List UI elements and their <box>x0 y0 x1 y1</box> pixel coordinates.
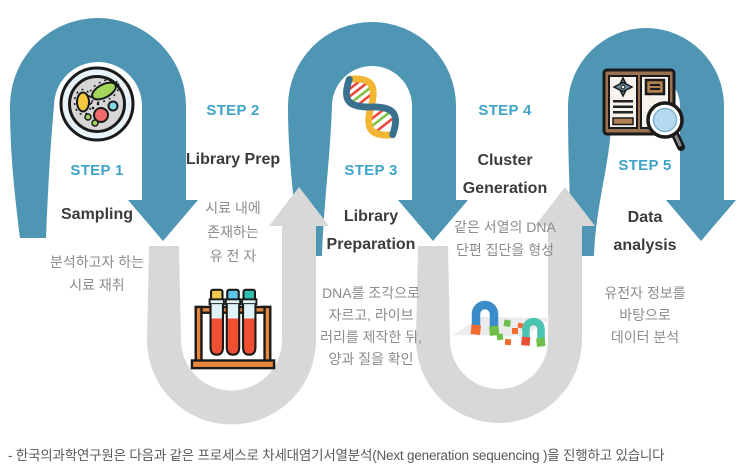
step3-label: STEP 3 <box>344 162 398 179</box>
step3-title: Library Preparation <box>326 208 416 253</box>
step5-label: STEP 5 <box>618 157 672 174</box>
step1-label: STEP 1 <box>70 162 124 179</box>
dna-helix-icon <box>324 66 418 153</box>
step4-title: Cluster Generation <box>462 152 548 197</box>
step5-title: Data analysis <box>613 209 677 254</box>
step1-title: Sampling <box>60 206 134 223</box>
step2-title: Library Prep <box>185 151 281 168</box>
step4-description: 같은 서열의 DNA 단편 집단을 형성 <box>454 219 556 258</box>
cluster-generation-icon <box>450 284 555 361</box>
arrow-step2-to-step3 <box>147 187 329 425</box>
step1-description: 분석하고자 하는 시료 재취 <box>49 254 145 293</box>
test-tubes-icon <box>190 284 276 377</box>
step5-description: 유전자 정보를 바탕으로 데이터 분석 <box>604 285 686 345</box>
step2-label: STEP 2 <box>206 102 260 119</box>
arrow-step1-to-step2 <box>10 18 198 241</box>
book-magnifier-icon <box>600 68 695 163</box>
bottom-caption: - 한국의과학연구원은 다음과 같은 프로세스로 차세대염기서열분석(Next … <box>8 448 665 463</box>
petri-dish-icon <box>57 64 137 149</box>
arrow-step4-to-step5 <box>416 187 595 423</box>
step4-label: STEP 4 <box>478 102 532 119</box>
step3-description: DNA를 조각으로 자르고, 라이브 러리를 제작한 뒤, 양과 질을 확인 <box>320 285 422 367</box>
arrow-step3-to-step4 <box>288 22 468 256</box>
step2-description: 시료 내에 존재하는 유 전 자 <box>205 200 261 264</box>
